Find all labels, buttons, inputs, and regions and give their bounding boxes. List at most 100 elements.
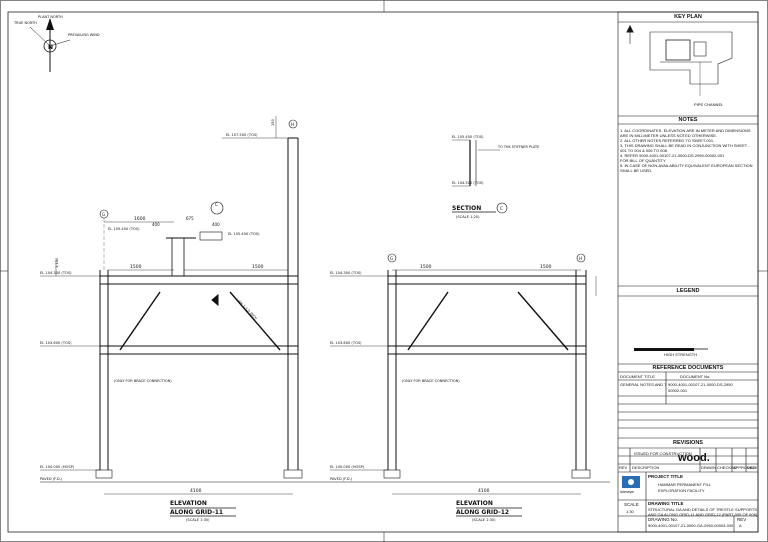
paved-label: PAVED (F.D.)	[40, 477, 63, 481]
title-block-frame	[617, 11, 759, 533]
note-line: ARE IN MILLIMETER UNLESS NOTED OTHERWISE…	[620, 133, 718, 138]
level-label: EL 104.300 (TOS)	[330, 271, 362, 275]
dimension-text: 4100	[190, 488, 202, 494]
elevation-grid-12-labels: EL 104.300 (TOS) EL 103.600 (TOS) EL 100…	[330, 256, 582, 522]
section-title: SECTION	[452, 205, 481, 212]
section-marker-c: C	[215, 202, 218, 207]
dimension-text: 1,150	[55, 257, 59, 268]
elevation-subtitle: ALONG GRID-12	[456, 509, 509, 516]
brace-note: (ONLY FOR BRACE CONNECTION)	[114, 379, 172, 383]
section-mark: C	[500, 206, 503, 211]
grid-bubble-h: H	[579, 256, 582, 261]
key-plan-north-icon	[626, 24, 634, 44]
plant-north-label: PLANT NORTH	[38, 15, 63, 19]
rev-col-drawn: DRAWN	[701, 465, 716, 470]
level-label: EL 105.450 (TOS)	[228, 232, 260, 236]
pipe-note: LINE 1-1/2 INCH	[235, 298, 258, 321]
ref-row-number: 9000-4001-00107-21-0000-DS-2950	[668, 382, 733, 387]
note-line: 4. REFER 9000-4001-00107-21-0000-DS-2950…	[620, 153, 725, 158]
level-label: EL 103.600 (TOS)	[330, 341, 362, 345]
dimension-text: 1500	[540, 264, 552, 270]
dimension-text: 1500	[252, 264, 264, 270]
rev-row-text: ISSUED FOR CONSTRUCTION	[634, 451, 692, 456]
ref-row-title: GENERAL NOTES AND TYPICAL DETAILS FOR ST…	[620, 382, 666, 387]
rev-col-rev: REV	[619, 465, 628, 470]
note-line: 5. IN CASE OF NON-AVAILABILITY EQUIVALEN…	[620, 163, 753, 168]
elevation-subtitle: ALONG GRID-11	[170, 509, 223, 516]
elevation-title: ELEVATION	[456, 500, 493, 507]
drawing-number-label: DRAWING No.	[648, 517, 678, 522]
notes-title: NOTES	[678, 117, 698, 123]
dimension-text: 675	[186, 216, 194, 221]
project-title: HAMMAR PERMANENT FILL	[658, 482, 712, 487]
drawing-title: STRUCTURAL GA AND DETAILS OF TRESTLE SUP…	[648, 507, 757, 512]
scale-value: 1:30	[626, 509, 634, 514]
project-title-line2: EXPLORATION FACILITY	[658, 488, 705, 493]
scale-label: SCALE	[624, 502, 639, 507]
grid-bubble-g: G	[102, 212, 105, 217]
section-scale: (SCALE 1:20)	[456, 215, 480, 219]
legend-title: LEGEND	[676, 288, 700, 294]
level-label: EL 104.500 (TOS)	[452, 181, 484, 185]
level-label: EL 105.450 (TOS)	[452, 135, 484, 139]
level-label: EL 103.600 (TOS)	[40, 341, 72, 345]
elevation-grid-11	[40, 116, 330, 517]
north-arrow-icon: N TRUE NORTH PLANT NORTH PREVAILING WIND	[13, 15, 100, 72]
title-block: KEY PLAN PIPE CHANNEL NOTES 1. ALL COORD…	[618, 12, 758, 532]
section-c-detail	[452, 139, 508, 214]
reference-documents-title: REFERENCE DOCUMENTS	[652, 365, 724, 371]
dimension-text: 400	[212, 222, 220, 227]
drawing-title-label: DRAWING TITLE	[648, 501, 684, 506]
client-logo-icon	[622, 476, 640, 488]
brace-note: (ONLY FOR BRACE CONNECTION)	[402, 379, 460, 383]
dimension-text: 1500	[130, 264, 142, 270]
legend-symbol	[634, 348, 708, 351]
dimension-text: 400	[152, 222, 160, 227]
rev-col-date: DATE	[747, 465, 758, 470]
drawing-number: 9000-4001-00107-21-0000-GA-2950-00003-00…	[648, 523, 734, 528]
client-name: lahmeyer	[620, 490, 635, 494]
key-plan-note: PIPE CHANNEL	[694, 102, 724, 107]
grid-bubble-g: G	[390, 256, 393, 261]
dimension-text: 1500	[420, 264, 432, 270]
note-line: 3. THIS DRAWING SHALL BE READ IN CONJUNC…	[620, 143, 750, 148]
revisions-title: REVISIONS	[673, 440, 703, 446]
level-label: EL 100.000 (HOSP)	[330, 465, 365, 469]
section-c-labels: EL 105.450 (TOS) EL 104.500 (TOS) TO THK…	[452, 135, 539, 219]
note-line: 1. ALL COORDINATES, ELEVATION ARE IN MET…	[620, 128, 751, 133]
drawing-title-line2: AND GA ALONG GRID-11 AND GRID-12 (PART-0…	[648, 512, 758, 517]
note-line: FOR BILL OF QUANTITY.	[620, 158, 667, 163]
elevation-grid-11-labels: EL 107.500 (TOS) EL 105.400 (TOS) EL 105…	[40, 118, 294, 522]
level-label: EL 107.500 (TOS)	[226, 133, 258, 137]
project-title-label: PROJECT TITLE	[648, 474, 684, 479]
elevation-title: ELEVATION	[170, 500, 207, 507]
note-line: 2. ALL OTHER NOTES REFERRED TO SHEET-001…	[620, 138, 715, 143]
elevation-grid-12	[330, 253, 610, 517]
ref-col-title: DOCUMENT TITLE	[620, 374, 655, 379]
ref-col-number: DOCUMENT No.	[680, 374, 711, 379]
dimension-text: 4100	[478, 488, 490, 494]
dimension-text: 1600	[134, 216, 146, 222]
rev-value: A	[739, 523, 742, 528]
note-line: 001 TO 004 & 006 TO 008.	[620, 148, 668, 153]
level-label: EL 100.000 (HOSP)	[40, 465, 75, 469]
rev-col-checked: CHECKED	[717, 465, 737, 470]
north-n-label: N	[48, 44, 53, 51]
ref-row-number-cont: 00002-001	[668, 388, 688, 393]
note-line: SHALL BE USED.	[620, 168, 653, 173]
rev-col-approved: APPROVED	[733, 465, 756, 470]
stiffener-note: TO THK STIFFNER PLATE	[497, 145, 539, 149]
rev-label: REV	[737, 517, 747, 522]
prevailing-wind-label: PREVAILING WIND	[68, 33, 100, 37]
true-north-label: TRUE NORTH	[13, 21, 37, 25]
company-logo: wood.	[678, 452, 710, 464]
level-label: EL 105.400 (TOS)	[108, 227, 140, 231]
key-plan-title: KEY PLAN	[674, 14, 702, 20]
grid-bubble-h: H	[291, 122, 294, 127]
paved-label: PAVED (F.D.)	[330, 477, 353, 481]
elevation-scale: (SCALE 1:30)	[472, 518, 496, 522]
elevation-scale: (SCALE 1:30)	[186, 518, 210, 522]
dimension-text: 150	[271, 118, 275, 126]
key-plan-sketch	[626, 24, 733, 96]
